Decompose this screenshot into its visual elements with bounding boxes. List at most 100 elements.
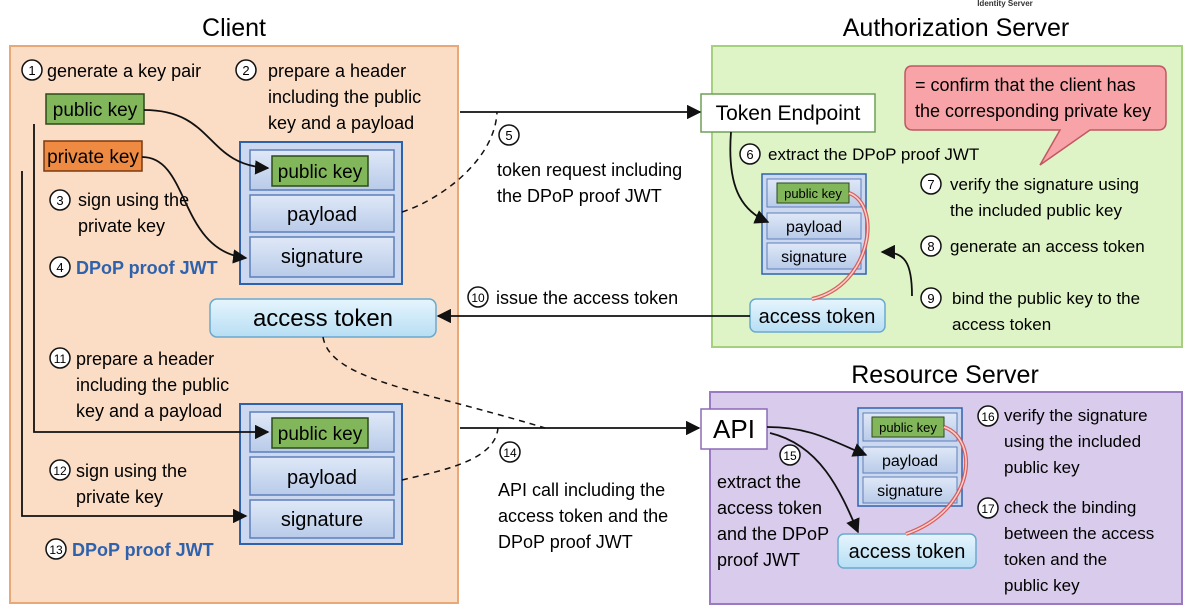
- svg-text:API: API: [713, 414, 755, 444]
- svg-text:signature: signature: [781, 249, 847, 266]
- svg-text:prepare a header: prepare a header: [268, 61, 406, 81]
- svg-text:16: 16: [981, 410, 995, 424]
- token-endpoint: Token Endpoint: [700, 93, 876, 133]
- svg-text:verify the signature using: verify the signature using: [950, 175, 1139, 194]
- flow-api-call: 14 API call including the access token a…: [322, 336, 701, 552]
- svg-text:access token and the: access token and the: [498, 506, 668, 526]
- svg-text:extract the: extract the: [717, 472, 801, 492]
- flow-issue-token: 10 issue the access token: [436, 286, 750, 324]
- svg-text:including the public: including the public: [76, 375, 229, 395]
- step-6: 6 extract the DPoP proof JWT: [739, 143, 979, 165]
- svg-text:bind the public key to the: bind the public key to the: [952, 289, 1140, 308]
- svg-text:public key: public key: [278, 424, 363, 445]
- svg-text:generate an access token: generate an access token: [950, 237, 1145, 256]
- step-11: 11 prepare a header including the public…: [49, 347, 229, 421]
- svg-text:private key: private key: [78, 216, 165, 236]
- callout: = confirm that the client has the corres…: [904, 65, 1167, 166]
- client-dpop-jwt-1: public key payload signature: [239, 141, 403, 285]
- client-arrows: [21, 109, 270, 524]
- step-13: 13 DPoP proof JWT: [45, 538, 214, 560]
- auth-arrows: [729, 131, 913, 297]
- svg-text:payload: payload: [287, 204, 357, 226]
- svg-text:2: 2: [242, 63, 249, 78]
- resource-dpop-jwt: public key payload signature: [857, 407, 963, 507]
- resource-access-token: access token: [837, 533, 977, 569]
- svg-text:3: 3: [56, 193, 63, 208]
- svg-text:and the DPoP: and the DPoP: [717, 524, 829, 544]
- step-16: 16 verify the signature using the includ…: [977, 405, 1148, 477]
- svg-text:key and a payload: key and a payload: [268, 113, 414, 133]
- auth-access-token: access token: [749, 298, 886, 333]
- svg-text:access token: access token: [759, 306, 876, 328]
- svg-text:between the access: between the access: [1004, 524, 1154, 543]
- step-2: 2 prepare a header including the public …: [235, 59, 421, 133]
- svg-text:access token: access token: [952, 315, 1051, 334]
- top-label: Identity Server: [977, 0, 1033, 8]
- client-title: Client: [202, 14, 266, 42]
- svg-text:payload: payload: [882, 453, 938, 470]
- step-4: 4 DPoP proof JWT: [49, 256, 218, 278]
- svg-text:4: 4: [56, 260, 63, 275]
- client-dpop-jwt-2: public key payload signature: [239, 403, 403, 545]
- resource-server-title: Resource Server: [851, 361, 1039, 389]
- step-12: 12 sign using the private key: [49, 459, 187, 507]
- svg-text:the included public key: the included public key: [950, 201, 1123, 220]
- svg-text:public key: public key: [784, 186, 842, 201]
- svg-text:sign using the: sign using the: [76, 461, 187, 481]
- svg-text:10: 10: [471, 291, 485, 305]
- svg-text:private key: private key: [76, 487, 163, 507]
- svg-text:including the public: including the public: [268, 87, 421, 107]
- svg-text:payload: payload: [287, 467, 357, 489]
- step-8: 8 generate an access token: [920, 235, 1145, 257]
- flow-token-request: 5 token request including the DPoP proof…: [401, 104, 702, 213]
- svg-text:proof JWT: proof JWT: [717, 550, 800, 570]
- svg-text:signature: signature: [281, 509, 363, 531]
- svg-text:signature: signature: [877, 483, 943, 500]
- step-9: 9 bind the public key to the access toke…: [920, 287, 1140, 334]
- svg-text:access token: access token: [717, 498, 822, 518]
- svg-text:issue the access token: issue the access token: [496, 288, 678, 308]
- svg-text:DPoP proof JWT: DPoP proof JWT: [498, 532, 633, 552]
- svg-text:Token Endpoint: Token Endpoint: [716, 102, 861, 125]
- svg-text:token request including: token request including: [497, 160, 682, 180]
- svg-text:= confirm that the client has: = confirm that the client has: [915, 75, 1136, 95]
- svg-text:key and a payload: key and a payload: [76, 401, 222, 421]
- svg-text:public key: public key: [879, 420, 937, 435]
- svg-text:8: 8: [927, 239, 934, 254]
- svg-text:check the binding: check the binding: [1004, 498, 1136, 517]
- svg-text:the corresponding private key: the corresponding private key: [915, 101, 1151, 121]
- client-access-token: access token: [209, 298, 437, 338]
- svg-text:12: 12: [53, 464, 67, 478]
- step-17: 17 check the binding between the access …: [977, 497, 1154, 595]
- client-private-key: private key: [43, 140, 143, 172]
- svg-text:verify the signature: verify the signature: [1004, 406, 1148, 425]
- step-15: 15 extract the access token and the DPoP…: [717, 444, 829, 570]
- svg-text:public key: public key: [1004, 458, 1080, 477]
- api-box: API: [700, 408, 768, 450]
- svg-text:the DPoP proof JWT: the DPoP proof JWT: [497, 186, 662, 206]
- auth-dpop-jwt: public key payload signature: [761, 173, 867, 275]
- svg-text:DPoP proof JWT: DPoP proof JWT: [76, 258, 218, 278]
- svg-text:9: 9: [927, 291, 934, 306]
- svg-text:sign using the: sign using the: [78, 190, 189, 210]
- step-3: 3 sign using the private key: [49, 189, 189, 236]
- svg-text:access token: access token: [253, 305, 393, 332]
- resource-arrows: [766, 426, 868, 534]
- svg-text:6: 6: [746, 147, 753, 162]
- svg-text:signature: signature: [281, 246, 363, 268]
- svg-text:generate a key pair: generate a key pair: [47, 61, 201, 81]
- svg-text:public key: public key: [1004, 576, 1080, 595]
- svg-text:5: 5: [505, 128, 512, 143]
- svg-text:7: 7: [927, 177, 934, 192]
- svg-text:public key: public key: [278, 162, 363, 183]
- svg-text:extract the DPoP proof JWT: extract the DPoP proof JWT: [768, 145, 979, 164]
- auth-server-title: Authorization Server: [843, 14, 1070, 42]
- svg-text:private key: private key: [47, 147, 139, 168]
- svg-text:API call including the: API call including the: [498, 480, 665, 500]
- client-public-key: public key: [45, 93, 145, 125]
- svg-text:prepare a header: prepare a header: [76, 349, 214, 369]
- svg-text:13: 13: [49, 543, 63, 557]
- svg-text:payload: payload: [786, 219, 842, 236]
- svg-text:DPoP proof JWT: DPoP proof JWT: [72, 540, 214, 560]
